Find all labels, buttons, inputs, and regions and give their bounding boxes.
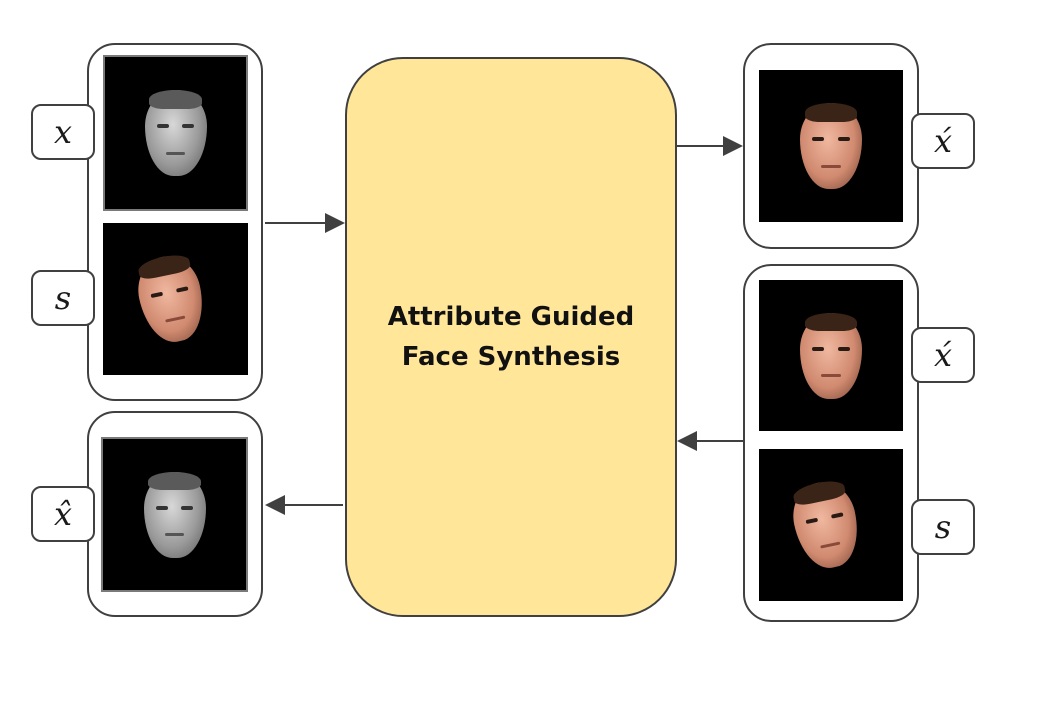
attribute-guided-face-synthesis-box: Attribute Guided Face Synthesis bbox=[345, 57, 677, 617]
label-s-lower: s bbox=[911, 499, 975, 555]
label-x-prime-top: x́ bbox=[911, 113, 975, 169]
face-image-x-hat bbox=[101, 437, 248, 592]
side-face-icon bbox=[131, 250, 210, 348]
label-x-hat: x̂ bbox=[31, 486, 95, 542]
label-x: x bbox=[31, 104, 95, 160]
face-image-x-prime-output bbox=[759, 70, 903, 222]
synthesis-title-line1: Attribute Guided bbox=[387, 302, 635, 332]
frontal-face-icon bbox=[800, 312, 862, 399]
side-face-icon bbox=[786, 476, 866, 574]
face-image-s bbox=[103, 223, 248, 375]
face-image-s-lower bbox=[759, 449, 903, 601]
label-s: s bbox=[31, 270, 95, 326]
grayscale-face-icon bbox=[144, 90, 207, 176]
frontal-face-icon bbox=[800, 103, 862, 189]
face-image-x bbox=[103, 55, 248, 211]
label-x-prime-bottom: x́ bbox=[911, 327, 975, 383]
face-image-x-prime-input bbox=[759, 280, 903, 431]
grayscale-face-icon bbox=[143, 471, 206, 558]
synthesis-title-line2: Face Synthesis bbox=[401, 342, 621, 372]
